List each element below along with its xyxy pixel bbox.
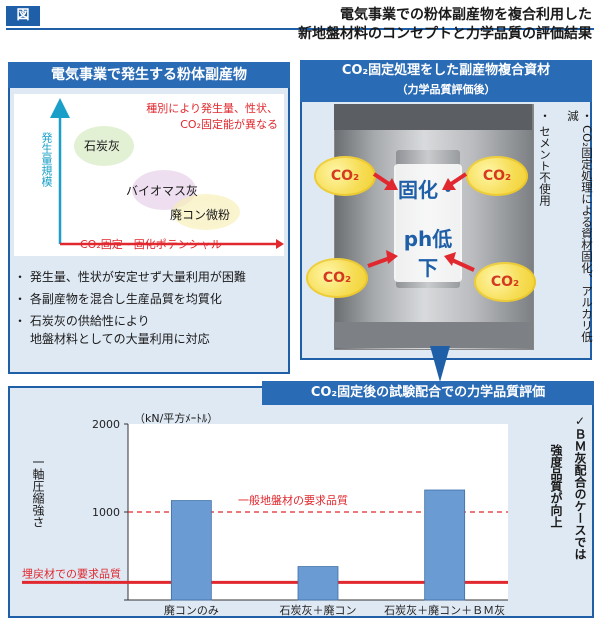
bullet-3: ・ 石炭灰の供給性により — [14, 314, 150, 328]
y-tick-label: 1000 — [92, 506, 120, 519]
left-note-line-1: 種別により発生量、性状、 — [146, 102, 278, 115]
reference-label-general: 一般地盤材の要求品質 — [238, 493, 348, 507]
press-bottom — [334, 322, 532, 348]
chart-yunit: （kN/平方ﾒｰﾄﾙ） — [134, 412, 219, 425]
left-panel-heading: 電気事業で発生する粉体副産物 — [8, 62, 290, 88]
bullet-1: ・ 発生量、性状が安定せず大量利用が困難 — [14, 270, 246, 284]
arrowhead-br — [444, 252, 456, 266]
right-side-note-2: ・ セメント不使用 — [538, 110, 552, 206]
y-tick-label: 2000 — [92, 418, 120, 431]
press-top — [334, 104, 532, 130]
callout-pointer — [430, 346, 450, 382]
arrowhead-tr — [442, 178, 456, 190]
label-concrete-powder: 廃コン微粉 — [170, 208, 231, 222]
bubble-coal-ash — [74, 126, 134, 166]
co2-cloud-top-right: CO₂ — [466, 156, 528, 196]
x-axis-arrowhead — [276, 239, 284, 249]
bottom-note-1: ✓ＢＭ灰配合のケースでは — [573, 414, 587, 560]
label-coal-ash: 石炭灰 — [84, 139, 121, 153]
category-label-1: 石炭灰＋廃コン — [280, 603, 357, 617]
right-panel-heading: CO₂固定処理をした副産物複合資材 （力学品質評価後） — [300, 60, 592, 102]
header-rule — [6, 28, 594, 30]
bullet-3-cont: 地盤材料としての大量利用に対応 — [30, 332, 210, 346]
x-axis-label: CO₂固定・固化ポテンシャル — [80, 238, 222, 251]
concept-plot — [14, 94, 284, 256]
y-axis-label: 発生量規模 — [40, 132, 53, 187]
co2-arrows — [367, 172, 475, 272]
arrow-bl — [367, 256, 391, 268]
bar-1 — [297, 566, 339, 601]
figure-label: 図 — [6, 6, 40, 26]
co2-cloud-bottom-right: CO₂ — [474, 262, 536, 302]
right-heading-line-2: （力学品質評価後） — [396, 83, 496, 96]
bottom-note-2: 強度品質が向上 — [549, 444, 563, 528]
category-label-2: 石炭灰＋廃コン＋ＢＭ灰 — [384, 603, 505, 617]
co2-cloud-top-left: CO₂ — [314, 156, 376, 196]
label-biomass-ash: バイオマス灰 — [126, 184, 199, 198]
left-note: 種別により発生量、性状、 CO₂固定能が異なる — [98, 100, 278, 132]
bullet-2: ・ 各副産物を混合し生産品質を均質化 — [14, 292, 222, 306]
arrowhead-tl — [384, 178, 398, 190]
chart-ylabel: 一軸圧縮強さ — [31, 456, 45, 528]
bar-0 — [170, 500, 212, 601]
reference-label-fill: 埋戻材での要求品質 — [22, 566, 121, 580]
title-line-2: 新地盤材料のコンセプトと力学品質の評価結果 — [298, 26, 592, 42]
left-note-line-2: CO₂固定能が異なる — [180, 118, 278, 131]
arrow-br — [451, 258, 475, 272]
bubble-concrete-powder — [172, 194, 240, 230]
title-line-1: 電気事業での粉体副産物を複合利用した — [340, 7, 592, 23]
concept-plot-svg — [50, 98, 284, 249]
right-heading-line-1: CO₂固定処理をした副産物複合資材 — [341, 63, 551, 78]
bubble-biomass-ash — [132, 170, 196, 210]
co2-cloud-bottom-left: CO₂ — [306, 258, 368, 298]
category-label-0: 廃コンのみ — [164, 603, 219, 617]
sample-text-line-2: ph低下 — [403, 227, 453, 280]
right-side-note-1: ・ CO₂固定処理による資材固化、アルカリ低減 — [566, 110, 594, 343]
bar-2 — [424, 489, 466, 601]
arrowhead-bl — [386, 250, 398, 264]
bottom-panel-heading: CO₂固定後の試験配合での力学品質評価 — [262, 381, 594, 405]
